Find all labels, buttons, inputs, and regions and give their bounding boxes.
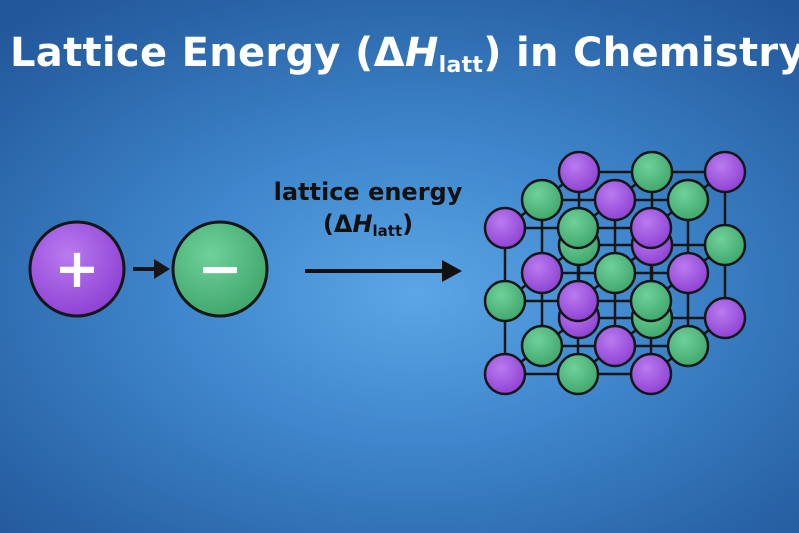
anion-circle	[171, 220, 269, 318]
cation-sign: +	[54, 237, 99, 300]
lattice-cation	[593, 178, 637, 222]
title-enthalpy-symbol: H	[404, 30, 439, 76]
arrow-label-line1: lattice energy	[273, 178, 463, 206]
pair-arrow	[133, 259, 170, 279]
cation-ion: +	[28, 220, 126, 318]
lattice-anion	[666, 324, 710, 368]
anion-sign: −	[197, 237, 242, 300]
lattice-anion	[666, 178, 710, 222]
lattice-anion	[520, 324, 564, 368]
lattice-cation	[593, 324, 637, 368]
lattice-cation	[629, 206, 673, 250]
arrow-label-line2: (ΔHlatt)	[268, 208, 468, 247]
lattice-cation	[703, 296, 747, 340]
arrow-label: lattice energy (ΔHlatt)	[268, 176, 468, 247]
lattice-cation	[556, 279, 600, 323]
lattice-cation	[557, 150, 601, 194]
lattice-anion	[556, 352, 600, 396]
lattice-cation	[666, 251, 710, 295]
reaction-arrow-head	[442, 260, 462, 282]
arrow-label-symbol: H	[352, 210, 373, 238]
lattice-anion	[520, 178, 564, 222]
anion-ion: −	[171, 220, 269, 318]
arrow-label-prefix: (Δ	[322, 210, 353, 238]
lattice-anion	[483, 279, 527, 323]
reaction-arrow	[305, 260, 462, 282]
lattice-anion	[703, 223, 747, 267]
lattice-anion	[593, 251, 637, 295]
separate-ions: + −	[28, 220, 269, 318]
lattice-cation	[629, 352, 673, 396]
pair-arrow-head	[154, 259, 170, 279]
arrow-label-subscript: latt	[372, 222, 403, 240]
lattice-cation	[520, 251, 564, 295]
lattice-cation	[703, 150, 747, 194]
title-subscript: latt	[438, 53, 484, 78]
cation-circle	[28, 220, 126, 318]
lattice-cation	[483, 206, 527, 250]
title-prefix: Lattice Energy (Δ	[10, 30, 405, 76]
lattice-anion	[556, 206, 600, 250]
lattice-anion	[630, 150, 674, 194]
lattice-cation	[483, 352, 527, 396]
ionic-lattice	[483, 150, 747, 396]
title-suffix: ) in Chemistry	[483, 30, 799, 76]
arrow-label-suffix: )	[402, 210, 414, 238]
page-title: Lattice Energy (ΔHlatt) in Chemistry	[10, 30, 799, 78]
lattice-anion	[629, 279, 673, 323]
